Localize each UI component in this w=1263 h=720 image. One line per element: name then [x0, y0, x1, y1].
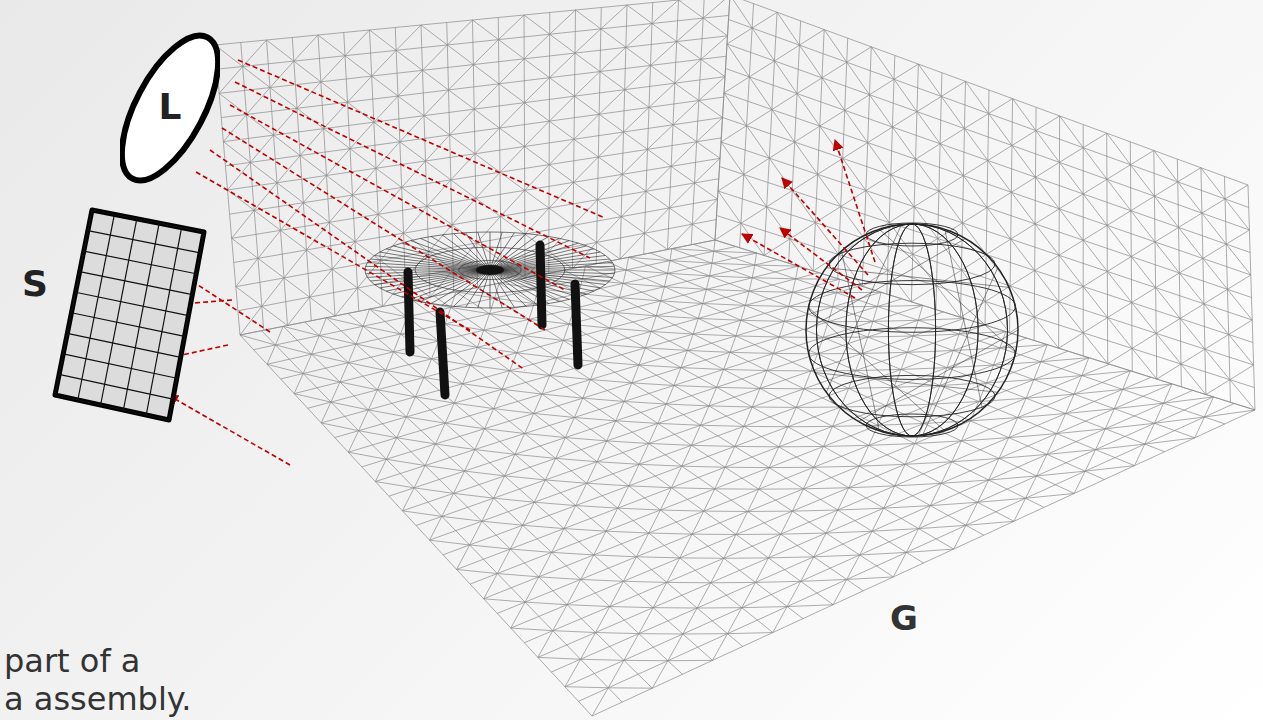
table-leg	[408, 272, 410, 352]
sensor-panel: S	[22, 205, 212, 427]
table-leg	[575, 284, 578, 365]
room-mesh	[215, 0, 1255, 716]
caption-fragment: part of a	[4, 642, 140, 680]
light-source: L	[120, 18, 220, 198]
table-leg	[440, 312, 445, 395]
sphere-model	[806, 223, 1018, 437]
light-rays	[122, 60, 875, 465]
table-model	[365, 232, 615, 395]
sensor-grid	[22, 205, 212, 427]
light-label: L	[159, 86, 182, 127]
wire-grid	[215, 0, 1255, 716]
sensor-label: S	[22, 263, 48, 304]
scene-label: G	[890, 598, 918, 638]
caption-fragment: a assembly.	[4, 680, 191, 718]
table-leg	[540, 245, 542, 325]
